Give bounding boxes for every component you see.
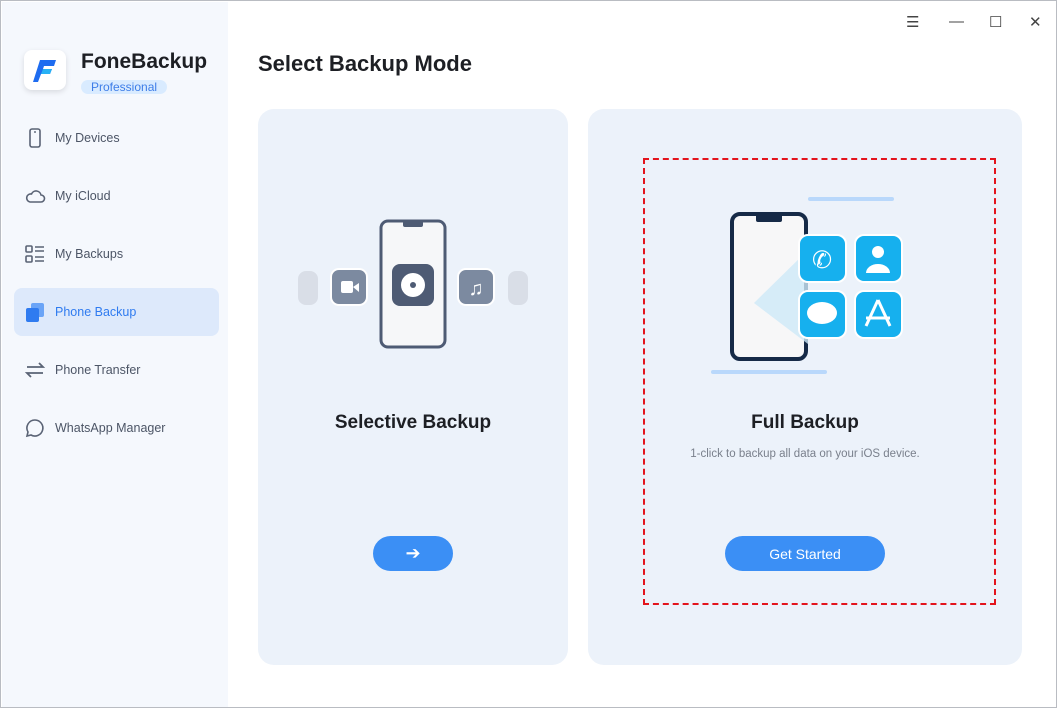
sidebar-item-my-icloud[interactable]: My iCloud — [14, 172, 219, 220]
get-started-button[interactable]: Get Started — [725, 536, 885, 571]
list-icon — [25, 245, 44, 263]
svg-text:♫: ♫ — [469, 278, 484, 300]
chat-icon — [25, 419, 44, 438]
app-name: FoneBackup — [81, 50, 208, 73]
transfer-icon — [24, 362, 46, 378]
selective-backup-card[interactable]: ♫ Selective Backup ➔ — [258, 109, 568, 665]
page-title: Select Backup Mode — [258, 51, 472, 76]
sidebar-item-phone-transfer[interactable]: Phone Transfer — [14, 346, 219, 394]
full-backup-title: Full Backup — [751, 412, 859, 433]
sidebar-item-label: WhatsApp Manager — [55, 421, 166, 435]
sidebar-item-label: My Devices — [55, 131, 120, 145]
svg-text:✆: ✆ — [812, 247, 832, 274]
sidebar-item-my-backups[interactable]: My Backups — [14, 230, 219, 278]
close-icon[interactable]: ✕ — [1029, 14, 1042, 31]
selective-backup-illustration: ♫ — [298, 219, 528, 349]
sidebar-item-whatsapp-manager[interactable]: WhatsApp Manager — [14, 404, 219, 452]
full-backup-description: 1-click to backup all data on your iOS d… — [690, 448, 920, 460]
maximize-icon[interactable]: ☐ — [989, 14, 1003, 31]
menu-icon[interactable]: ☰ — [906, 14, 920, 31]
minimize-icon[interactable]: — — [949, 13, 964, 30]
sidebar-item-my-devices[interactable]: My Devices — [14, 114, 219, 162]
app-logo — [24, 50, 66, 90]
cloud-icon — [25, 190, 46, 203]
sidebar-item-label: My iCloud — [55, 189, 111, 203]
highlight-box — [643, 158, 996, 605]
full-backup-card[interactable]: ✆ Full Backup 1-click to backup all data… — [588, 109, 1022, 665]
sidebar-item-label: My Backups — [55, 247, 124, 261]
sidebar-item-label: Phone Transfer — [55, 363, 141, 377]
full-backup-illustration: ✆ — [711, 197, 903, 374]
sidebar: FoneBackup Professional My Devices My iC… — [2, 2, 228, 707]
edition-badge: Professional — [81, 80, 168, 94]
selective-backup-title: Selective Backup — [334, 412, 492, 433]
backup-icon — [26, 303, 44, 322]
selective-backup-arrow-button[interactable]: ➔ — [373, 536, 453, 571]
sidebar-item-label: Phone Backup — [55, 305, 137, 319]
phone-icon — [29, 128, 41, 148]
sidebar-item-phone-backup[interactable]: Phone Backup — [14, 288, 219, 336]
